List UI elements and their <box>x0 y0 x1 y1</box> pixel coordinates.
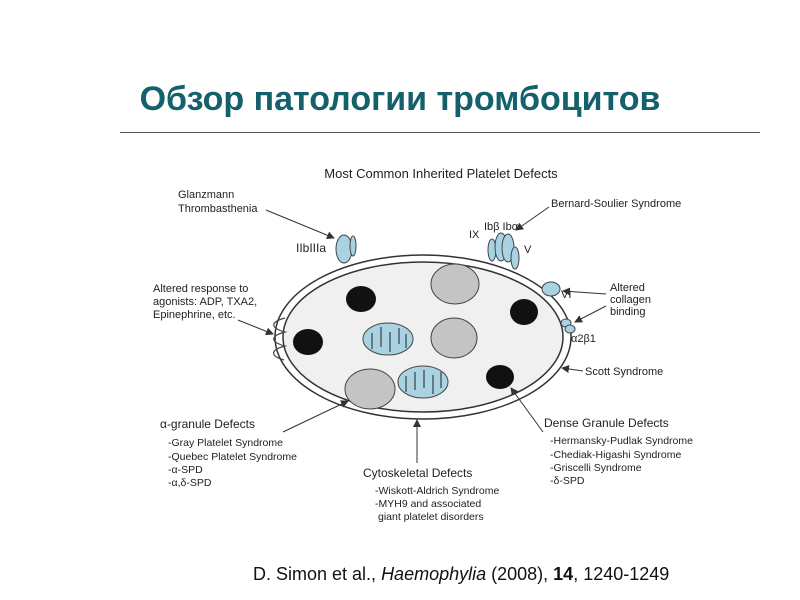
agonists-label: Epinephrine, etc. <box>153 309 236 321</box>
cytoskeletal-item: -MYH9 and associated <box>375 498 481 510</box>
dense-granule-item: -Griscelli Syndrome <box>550 462 642 474</box>
dense-granule <box>293 329 323 355</box>
dense-granule <box>346 286 376 312</box>
arrow-altered-collagen <box>562 287 607 296</box>
alpha-granule <box>344 368 396 410</box>
alpha-granule-title: α-granule Defects <box>160 417 255 431</box>
citation: D. Simon et al., Haemophylia (2008), 14,… <box>253 564 669 585</box>
arrow-bernard-soulier <box>515 206 550 231</box>
agonists-label: agonists: ADP, TXA2, <box>153 296 257 308</box>
slide-title: Обзор патологии тромбоцитов <box>139 80 661 118</box>
dense-granule <box>486 365 514 389</box>
citation-year: (2008), <box>486 564 554 584</box>
dense-granule-title: Dense Granule Defects <box>544 416 669 430</box>
cytoskeletal-item: giant platelet disorders <box>378 511 484 523</box>
altered-collagen-label: collagen <box>610 294 651 306</box>
arrow-altered-collagen <box>574 305 607 323</box>
receptor-gpvi <box>541 281 561 297</box>
mitochondrion <box>397 365 449 399</box>
alpha-granule <box>430 317 478 359</box>
glanzmann-label: Thrombasthenia <box>178 203 258 215</box>
iib-iiia-label: IIbIIIa <box>296 241 326 255</box>
a2b1-label: α2β1 <box>571 333 596 345</box>
diagram-heading: Most Common Inherited Platelet Defects <box>324 166 558 181</box>
receptor-iib-iiia <box>335 234 357 264</box>
arrow-alpha-granule <box>282 400 349 433</box>
bernard-soulier-label: Bernard-Soulier Syndrome <box>551 198 681 210</box>
dense-granule-item: -Hermansky-Pudlak Syndrome <box>550 435 693 447</box>
cytoskeletal-item: -Wiskott-Aldrich Syndrome <box>375 485 499 497</box>
dense-granule-item: -Chediak-Higashi Syndrome <box>550 449 681 461</box>
title-divider <box>120 132 760 133</box>
receptor-gpib-ix-v <box>487 232 520 270</box>
arrow-dense-granule <box>510 387 544 433</box>
ix-label: IX <box>469 229 480 241</box>
agonist-receptor <box>273 317 288 361</box>
receptor-a2b1 <box>560 318 576 334</box>
citation-authors: D. Simon et al., <box>253 564 382 584</box>
altered-collagen-label: binding <box>610 306 645 318</box>
mitochondrion <box>362 322 414 356</box>
scott-label: Scott Syndrome <box>585 366 663 378</box>
agonists-label: Altered response to <box>153 283 248 295</box>
arrow-agonists <box>237 319 274 336</box>
glanzmann-label: Glanzmann <box>178 189 234 201</box>
altered-collagen-label: Altered <box>610 282 645 294</box>
alpha-granule <box>430 263 480 305</box>
cytoskeletal-title: Cytoskeletal Defects <box>363 466 472 480</box>
arrow-scott <box>561 365 584 373</box>
citation-volume: 14 <box>553 564 574 584</box>
v-label: V <box>524 244 532 256</box>
dense-granule-item: -δ-SPD <box>550 475 585 487</box>
alpha-granule-item: -α,δ-SPD <box>168 477 212 489</box>
alpha-granule-item: -α-SPD <box>168 464 203 476</box>
citation-pages: , 1240-1249 <box>573 564 670 584</box>
alpha-granule-item: -Quebec Platelet Syndrome <box>168 451 297 463</box>
alpha-granule-item: -Gray Platelet Syndrome <box>168 437 283 449</box>
citation-journal: Haemophylia <box>381 564 487 584</box>
dense-granule <box>510 299 538 325</box>
ib-label: Ibβ Ibα <box>484 221 519 233</box>
arrow-glanzmann <box>265 209 335 240</box>
